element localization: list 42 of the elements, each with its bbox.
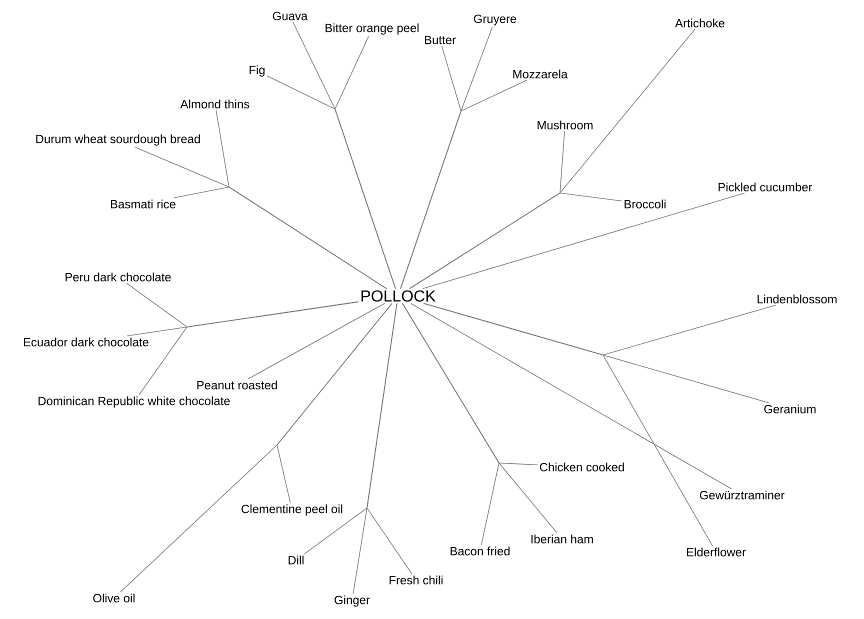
leaf-label: Elderflower [686,548,746,556]
leaf-label: Gewürztraminer [700,490,784,500]
leaf-label: Peanut roasted [197,380,277,390]
leaf-label: Almond thins [180,100,250,108]
leaf-label: Ecuador dark chocolate [24,338,148,346]
leaf-label: Gruyere [474,14,516,26]
branch-line [266,76,396,290]
branch-line [402,302,558,534]
leaf-label: Basmati rice [110,200,176,208]
leaf-label: Bitter orange peel [326,23,419,35]
branch-line [138,301,359,396]
leaf-label: Pickled cucumber [718,182,812,192]
leaf-label: Mozzarela [513,70,568,78]
branch-line [248,302,386,380]
leaf-label: Durum wheat sourdough bread [36,134,200,146]
leaf-label: Peru dark chocolate [66,272,171,282]
leaf-label: Fig [250,65,265,77]
leaf-label: Clementine peel oil [242,504,342,516]
leaf-label: Artichoke [675,18,724,28]
leaf-label: Guava [272,12,308,20]
leaf-label: Dill [288,556,304,564]
leaf-label: Lindenblossom [758,294,837,304]
branch-line [410,302,732,490]
leaf-label: Ginger [334,595,370,607]
branch-line [409,192,622,290]
leaf-label: Fresh chili [390,576,443,584]
leaf-label: Chicken cooked [540,462,624,472]
center-label: POLLOCK [362,290,436,302]
leaf-label: Broccoli [624,200,666,208]
leaf-label: Iberian ham [531,534,593,544]
leaf-label: Geranium [764,404,816,414]
leaf-label: Butter [424,36,456,44]
leaf-label: Olive oil [93,594,135,602]
branch-line [352,302,398,594]
branch-line [423,302,713,546]
branch-line [422,192,745,290]
branch-line [400,80,528,290]
leaf-label: Mushroom [538,120,593,130]
leaf-label: Bacon fried [450,546,510,556]
branch-line [174,186,387,290]
leaf-label: Dominican Republic white chocolate [38,396,230,408]
branch-line [120,302,392,592]
